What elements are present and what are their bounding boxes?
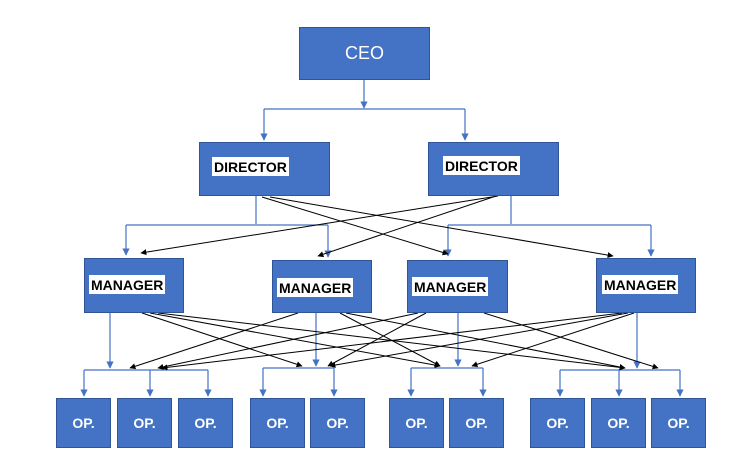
operator-box-3: OP. (178, 398, 233, 448)
operator-label: OP. (194, 415, 217, 431)
manager-label: MANAGER (602, 275, 679, 294)
director-cross-links (140, 195, 614, 259)
ceo-connector (260, 80, 469, 141)
cross-link-m2-c (345, 312, 626, 370)
manager-box-4: MANAGER (596, 258, 696, 313)
cross-link-m3-b (327, 312, 427, 367)
cross-link-d1-m3 (261, 196, 449, 256)
director-label: DIRECTOR (443, 156, 520, 175)
operator-label: OP. (326, 415, 349, 431)
operator-label: OP. (667, 415, 690, 431)
manager-label: MANAGER (89, 275, 166, 294)
cross-link-m3-a (157, 312, 419, 370)
manager-cross-links (129, 312, 659, 371)
ceo-box: CEO (299, 27, 430, 80)
operator-box-8: OP. (530, 398, 585, 448)
operator-box-2: OP. (117, 398, 172, 448)
cross-link-m4-a (161, 312, 623, 371)
operator-box-10: OP. (651, 398, 706, 448)
director-label: DIRECTOR (212, 157, 289, 176)
cross-link-m3-c (483, 312, 659, 370)
cross-link-d2-m1 (140, 195, 499, 256)
manager-box-3: MANAGER (407, 260, 508, 313)
manager-label: MANAGER (277, 278, 354, 297)
operator-label: OP. (133, 415, 156, 431)
operator-label: OP. (465, 415, 488, 431)
cross-link-m2-a (129, 312, 299, 370)
operator-box-4: OP. (250, 398, 305, 448)
ceo-label: CEO (344, 43, 384, 63)
operator-label: OP. (607, 415, 630, 431)
cross-link-m4-c (471, 312, 635, 368)
operator-box-9: OP. (591, 398, 646, 448)
manager-box-2: MANAGER (272, 260, 372, 313)
operator-label: OP. (546, 415, 569, 431)
operator-label: OP. (266, 415, 289, 431)
manager-tree-connectors (80, 313, 684, 397)
operator-label: OP. (72, 415, 95, 431)
cross-link-d1-m4 (269, 196, 614, 259)
director-box-right: DIRECTOR (428, 142, 559, 196)
manager-label: MANAGER (412, 277, 489, 296)
cross-link-m4-b (329, 312, 629, 369)
operator-box-6: OP. (389, 398, 444, 448)
cross-link-m1-a (141, 312, 303, 368)
manager-box-1: MANAGER (84, 258, 184, 313)
operator-label: OP. (405, 415, 428, 431)
operator-box-5: OP. (310, 398, 365, 448)
cross-link-d2-m2 (317, 195, 497, 258)
operator-box-1: OP. (56, 398, 111, 448)
director-tree-connectors (122, 196, 655, 258)
director-box-left: DIRECTOR (199, 142, 330, 196)
cross-link-m2-b (339, 312, 441, 367)
operator-box-7: OP. (449, 398, 504, 448)
